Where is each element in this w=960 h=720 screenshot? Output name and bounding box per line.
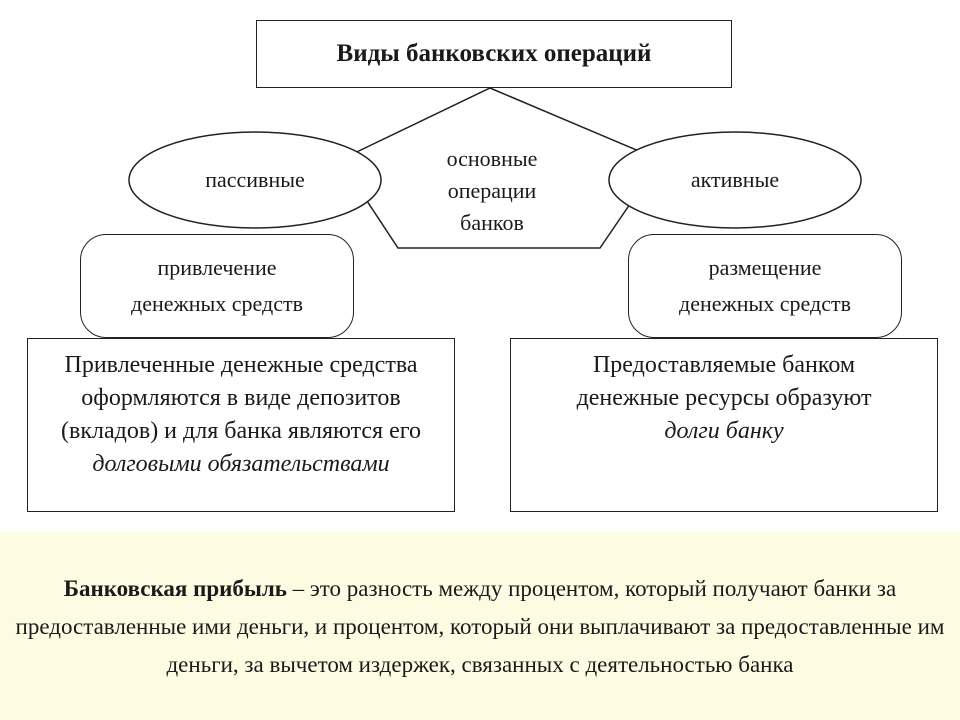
attracted-desc-line1: Привлеченные денежные средства <box>64 352 418 378</box>
active-ellipse-label-wrap: активные <box>620 150 850 210</box>
attracted-funds-description: Привлеченные денежные средства оформляют… <box>27 338 455 512</box>
bank-operations-diagram: Виды банковских операций основные операц… <box>27 20 938 512</box>
bank-profit-definition: Банковская прибыль – это разность между … <box>0 532 960 720</box>
place-funds-line1: размещение <box>708 255 822 280</box>
attracted-desc-line2: оформляются в виде депозитов <box>81 385 401 411</box>
center-label-line3: банков <box>460 210 524 235</box>
definition-text: – это разность между процентом, который … <box>15 576 945 677</box>
diagram-connectors <box>128 87 862 249</box>
center-label-line1: основные <box>446 146 538 171</box>
provided-funds-description: Предоставляемые банком денежные ресурсы … <box>510 338 938 512</box>
active-label: активные <box>690 167 780 192</box>
attracted-desc-line3: (вкладов) и для банка являются его <box>61 418 421 444</box>
provided-desc-line2: денежные ресурсы образуют <box>576 385 872 411</box>
place-funds-box: размещение денежных средств <box>628 234 902 338</box>
center-label: основные операции банков <box>412 136 572 246</box>
passive-ellipse <box>128 131 382 229</box>
center-pentagon <box>338 87 662 249</box>
active-ellipse <box>608 131 862 229</box>
place-funds-line2: денежных средств <box>679 291 851 316</box>
provided-desc-line1: Предоставляемые банком <box>592 352 856 378</box>
definition-term: Банковская прибыль <box>63 576 287 601</box>
passive-label: пассивные <box>205 167 305 192</box>
attract-funds-line1: привлечение <box>157 255 277 280</box>
diagram-title-box: Виды банковских операций <box>256 20 732 88</box>
center-label-line2: операции <box>447 178 537 203</box>
passive-ellipse-label-wrap: пассивные <box>140 150 370 210</box>
attract-funds-box: привлечение денежных средств <box>80 234 354 338</box>
provided-desc-line3: долги банку <box>664 418 784 444</box>
attracted-desc-line4: долговыми обязательствами <box>92 451 390 477</box>
diagram-title: Виды банковских операций <box>336 40 652 67</box>
attract-funds-line2: денежных средств <box>131 291 303 316</box>
